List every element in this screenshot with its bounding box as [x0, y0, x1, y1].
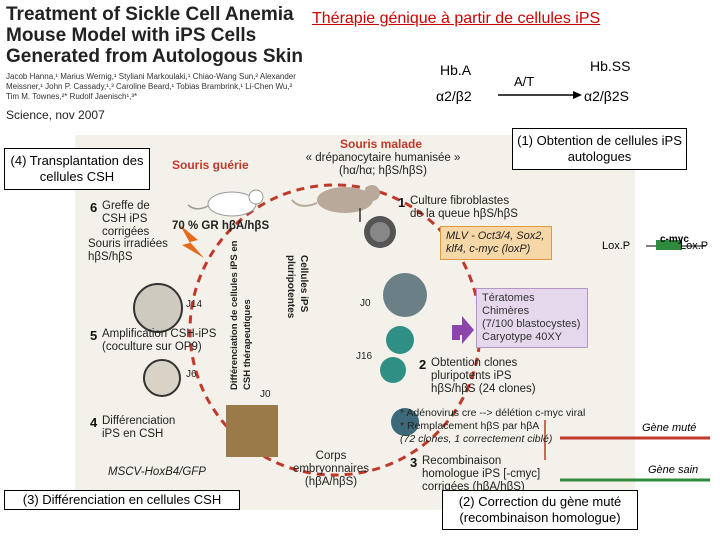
sick-mouse-subtitle: « drépanocytaire humanisée » (hα/hα; hβS… — [305, 152, 461, 177]
gr-percentage-label: 70 % GR hβA/hβS — [172, 220, 270, 232]
callout-step2: (2) Correction du gène muté (recombinais… — [442, 490, 638, 530]
day-j16-label: J16 — [356, 351, 373, 362]
hb-a-formula: α2/β2 — [436, 88, 472, 104]
legend-mutated-label: Gène muté — [642, 422, 697, 434]
hb-a-name: Hb.A — [440, 62, 472, 78]
paper-authors: Jacob Hanna,¹ Marius Wernig,¹ Styliani M… — [6, 72, 296, 101]
lox-right-label: Lox.P — [680, 240, 709, 252]
teratoma-arrow-icon — [452, 316, 474, 344]
sick-mouse-title: Souris malade — [340, 137, 423, 151]
callout-step1: (1) Obtention de cellules iPS autologues — [512, 128, 687, 170]
step-1-text: Culture fibroblastes de la queue hβS/hβS — [410, 195, 518, 220]
step-2-number: 2 — [419, 357, 427, 372]
step-5-text: Amplification CSH-iPS (coculture sur OP9… — [102, 328, 217, 353]
sick-mouse-icon — [291, 185, 380, 213]
teratoma-line-3: (7/100 blastocystes) — [482, 318, 581, 330]
callout-step4: (4) Transplantation des cellules CSH — [4, 148, 150, 190]
step-5-number: 5 — [90, 328, 98, 343]
step-6-text: Greffe de CSH iPS corrigées — [102, 200, 150, 238]
day-j0-top-label: J0 — [360, 298, 371, 309]
hb-mutation-label: A/T — [514, 74, 535, 89]
step-4-text: Différenciation iPS en CSH — [102, 415, 176, 440]
teratoma-line-4: Caryotype 40XY — [482, 331, 563, 343]
irradiation-bolt-icon — [180, 225, 204, 258]
step-1-number: 1 — [398, 195, 406, 210]
step-6-number: 6 — [90, 200, 98, 215]
step-2-text: Obtention clones pluripotents iPS hβS/hβ… — [431, 357, 536, 395]
day-j0-bottom-label: J0 — [260, 389, 271, 400]
teratoma-line-1: Tératomes — [482, 292, 535, 304]
cmyc-label: c-myc — [660, 234, 689, 245]
hsc-dish-icon — [133, 283, 183, 397]
lox-left-label: Lox.P — [602, 240, 631, 252]
mlv-vector-box: MLV - Oct3/4, Sox2, klf4, c-myc (loxP) — [440, 226, 552, 260]
paper-title: Treatment of Sickle Cell Anemia Mouse Mo… — [6, 4, 303, 67]
teratoma-box: Tératomes Chimères (7/100 blastocystes) … — [476, 288, 588, 348]
callout-step3: (3) Différenciation en cellules CSH — [4, 490, 240, 510]
irradiated-mice-label: Souris irradiées hβS/hβS — [88, 238, 168, 263]
embryoid-bodies-label: Corps embryonnaires (hβA/hβS) — [292, 450, 370, 488]
ips-colony-icon — [380, 273, 427, 436]
vertical-ips-label: Cellules iPS pluripotentes — [285, 255, 309, 319]
day-j14-label: J14 — [186, 299, 203, 310]
teratoma-line-2: Chimères — [482, 305, 530, 317]
main-title: Thérapie génique à partir de cellules iP… — [312, 10, 601, 27]
day-j6-label: J6 — [186, 369, 197, 380]
embryoid-bodies-image — [226, 405, 278, 457]
fibroblast-dish-icon — [364, 216, 396, 248]
mscv-label: MSCV-HoxB4/GFP — [108, 466, 206, 478]
note-adenovirus: * Adénovirus cre --> délétion c-myc vira… — [400, 407, 586, 419]
hb-ss-name: Hb.SS — [590, 58, 631, 74]
paper-source: Science, nov 2007 — [6, 108, 105, 122]
step-3-number: 3 — [410, 455, 418, 470]
step-3-text: Recombinaison homologue iPS [-cmyc] corr… — [422, 455, 541, 493]
healed-mouse-icon — [187, 189, 264, 217]
vertical-differentiation-label: Différenciation de cellules iPS en CSH t… — [229, 240, 253, 390]
note-replacement: * Remplacement hβS par hβA — [400, 420, 540, 432]
note-clones: (72 clones, 1 correctement ciblé) — [400, 433, 553, 445]
step-4-number: 4 — [90, 415, 98, 430]
legend-healthy-label: Gène sain — [648, 464, 699, 476]
hb-ss-formula: α2/β2S — [584, 88, 629, 104]
healed-mouse-title: Souris guérie — [172, 158, 249, 172]
